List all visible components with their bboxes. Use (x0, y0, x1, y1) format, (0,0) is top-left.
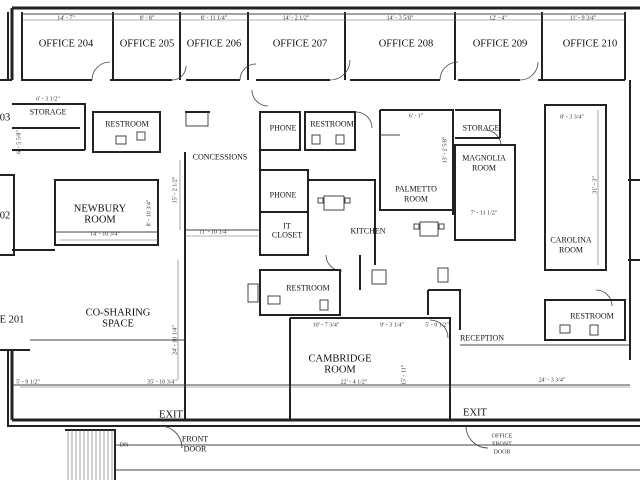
reception-walls (427, 80, 631, 360)
exit-label-right: EXIT (463, 407, 487, 419)
cambridge-walls (289, 317, 451, 420)
exterior-walls (7, 6, 640, 427)
dim-concessions-horizontal: 11' - 10 1/4" (199, 229, 229, 236)
room-label-office-209: OFFICE 209 (472, 38, 528, 50)
dim-cambridge-width: 22' - 4 1/2" (340, 379, 368, 386)
exit-label-left: EXIT (159, 409, 183, 421)
dim-reception-width: 24' - 3 3/4" (538, 377, 566, 384)
room-label-office-206: OFFICE 206 (186, 38, 242, 50)
common-area-walls (12, 152, 630, 420)
central-core-walls (259, 111, 376, 316)
dim-carolina-width: 8' - 3 3/4" (560, 114, 584, 121)
office-front-door-label-line1: OFFICE (491, 433, 513, 440)
room-label-storage-right: STORAGE (462, 123, 500, 133)
carolina-walls (544, 104, 607, 271)
room-label-office-201: E 201 (0, 314, 25, 326)
room-label-office-208: OFFICE 208 (378, 38, 434, 50)
room-label-magnolia-line2: ROOM (471, 163, 497, 173)
room-label-reception: RECEPTION (460, 333, 504, 343)
dim-office-208: 14' - 3 5/8" (386, 15, 414, 22)
room-label-restroom-2: RESTROOM (310, 119, 354, 129)
furniture (115, 131, 599, 336)
room-label-edge-03: 03 (0, 112, 11, 124)
dim-office-204: 14' - 7" (57, 15, 75, 22)
room-label-concessions: CONCESSIONS (192, 152, 248, 162)
room-label-newbury-line1: NEWBURY (73, 203, 127, 215)
room-label-palmetto-line1: PALMETTO (395, 184, 437, 194)
room-label-restroom-4: RESTROOM (570, 311, 614, 321)
room-label-office-205: OFFICE 205 (119, 38, 175, 50)
room-label-edge-02: 02 (0, 210, 11, 222)
palmetto-magnolia-walls (379, 109, 516, 241)
room-label-palmetto-line2: ROOM (403, 194, 429, 204)
office-front-door-label-line2: FRONT (492, 441, 512, 448)
room-label-magnolia-line1: MAGNOLIA (462, 153, 506, 163)
office-row-walls (21, 12, 626, 81)
room-label-office-210: OFFICE 210 (562, 38, 618, 50)
room-label-office-207: OFFICE 207 (272, 38, 328, 50)
dim-carolina-height: 31' - 3" (592, 176, 599, 194)
dim-office-205: 8' - 8" (139, 15, 155, 22)
room-label-carolina-line1: CAROLINA (550, 235, 592, 245)
stairs (65, 429, 640, 480)
dim-bottom-left: 5' - 9 1/2" (16, 379, 40, 386)
door-swings (91, 59, 613, 449)
dim-magnolia-width: 7' - 11 1/2" (470, 210, 498, 217)
dim-office-210: 11' - 9 3/4" (569, 15, 597, 22)
dim-cosharing-vertical: 24' - 10 1/4" (172, 325, 179, 355)
left-service-walls (12, 103, 210, 153)
front-door-label-line2: DOOR (183, 444, 207, 454)
room-label-cosharing-line1: CO-SHARING (85, 307, 151, 319)
room-label-cosharing-line2: SPACE (102, 318, 134, 330)
room-label-cambridge-line2: ROOM (324, 364, 356, 376)
room-label-newbury-line2: ROOM (84, 214, 116, 226)
room-label-restroom-1: RESTROOM (105, 119, 149, 129)
room-label-office-204: OFFICE 204 (38, 38, 94, 50)
room-label-it-closet-line1: IT (283, 221, 291, 231)
dim-restroom-width-3: 5' - 0 1/2" (425, 322, 449, 329)
dim-office-206: 8' - 11 1/4" (200, 15, 228, 22)
room-label-phone-2: PHONE (269, 190, 297, 200)
dim-storage-vertical: 6' - 5 5/8" (16, 130, 23, 154)
newbury-walls (54, 179, 159, 246)
dim-bottom-middle: 35' - 10 3/4" (147, 379, 177, 386)
room-label-it-closet-line2: CLOSET (271, 230, 303, 240)
dimension-lines (20, 19, 630, 388)
dim-concessions-vertical: 15' - 2 1/2" (172, 176, 179, 204)
dim-storage: 6' - 3 1/2" (36, 96, 60, 103)
room-label-restroom-3: RESTROOM (286, 283, 330, 293)
dim-newbury-height: 8' - 10 3/4" (146, 199, 153, 227)
dim-restroom-width: 10' - 7 3/4" (312, 322, 340, 329)
office-front-door-label-line3: DOOR (493, 449, 511, 456)
dim-office-209: 12' - 4" (489, 15, 507, 22)
dim-cambridge-height: 15' - 11" (401, 364, 408, 386)
dim-restroom-width-2: 9' - 3 1/4" (380, 322, 404, 329)
room-label-storage-left: STORAGE (29, 107, 67, 117)
dim-newbury-width: 14' - 10 3/4" (90, 231, 120, 238)
dim-office-207: 14' - 2 1/2" (282, 15, 310, 22)
front-door-label-line1: FRONT (181, 434, 209, 444)
edge-room-walls (0, 79, 640, 351)
stairs-down-label: DN (119, 442, 129, 449)
dim-palmetto: 6' - 1" (408, 113, 424, 120)
dim-magnolia-vertical: 13' - 2 5/8" (442, 136, 449, 164)
room-label-cambridge-line1: CAMBRIDGE (308, 353, 372, 365)
room-label-phone-1: PHONE (269, 123, 297, 133)
room-label-kitchen: KITCHEN (350, 226, 386, 236)
room-label-carolina-line2: ROOM (558, 245, 584, 255)
